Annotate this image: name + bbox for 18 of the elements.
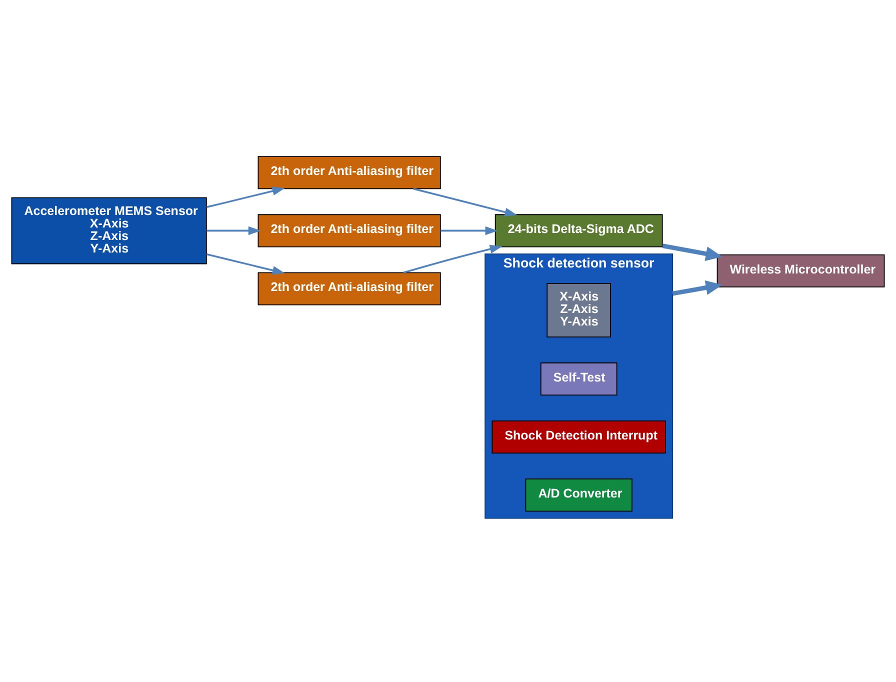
arrow: [206, 226, 261, 236]
node-box: Self-Test: [540, 362, 618, 396]
node-box: 2th order Anti-aliasing filter: [258, 272, 441, 306]
arrow: [440, 226, 498, 236]
arrow: [413, 188, 518, 216]
node-box: Wireless Microcontroller: [716, 254, 885, 288]
node-box: Shock Detection Interrupt: [492, 420, 666, 454]
arrow: [672, 280, 723, 296]
node-box: A/D Converter: [525, 478, 632, 512]
node-box: 2th order Anti-aliasing filter: [258, 156, 441, 190]
arrow: [206, 253, 285, 275]
node-box: X-Axis Z-Axis Y-Axis: [546, 282, 611, 338]
node-box: 2th order Anti-aliasing filter: [258, 214, 441, 248]
arrow: [206, 186, 285, 208]
arrow: [662, 244, 723, 261]
arrow: [403, 244, 502, 274]
node-box: Accelerometer MEMS Sensor X-Axis Z-Axis Y-Axis: [11, 197, 207, 264]
node-box: 24-bits Delta-Sigma ADC: [494, 214, 663, 248]
